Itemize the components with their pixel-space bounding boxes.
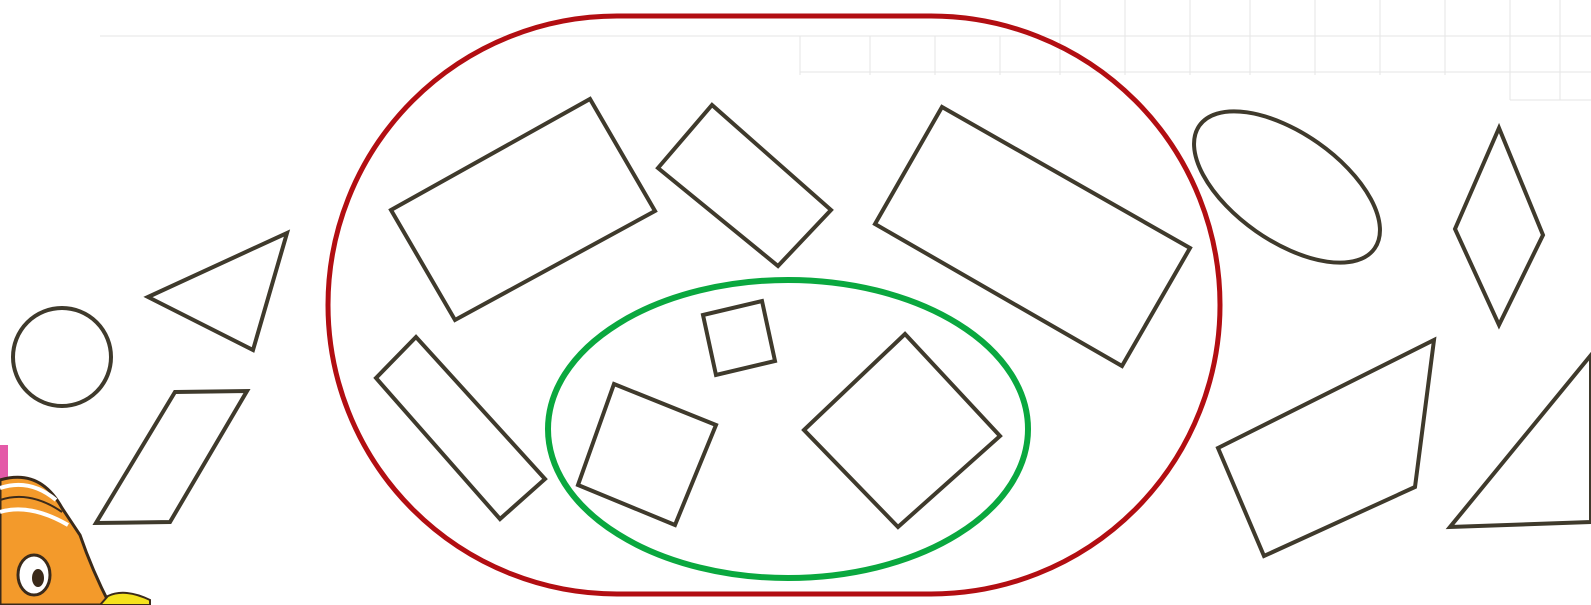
square-shape	[578, 384, 716, 525]
rhombus-shape	[1455, 128, 1543, 325]
quadrilateral-shape	[1218, 340, 1434, 556]
rectangle-shape	[658, 105, 831, 266]
triangle-shape	[148, 233, 287, 350]
square-shape	[703, 301, 775, 375]
rectangle-shape	[391, 99, 655, 320]
outer-set-boundary	[328, 16, 1220, 594]
square-shape	[804, 334, 1000, 527]
rectangle-shape	[376, 337, 545, 519]
parallelogram-shape	[96, 391, 247, 523]
triangle-shape	[1450, 355, 1591, 527]
inner-set-boundary	[548, 280, 1028, 578]
circle-shape	[13, 308, 111, 406]
rectangle-shape	[875, 107, 1190, 366]
ellipse-shape	[1168, 81, 1405, 292]
